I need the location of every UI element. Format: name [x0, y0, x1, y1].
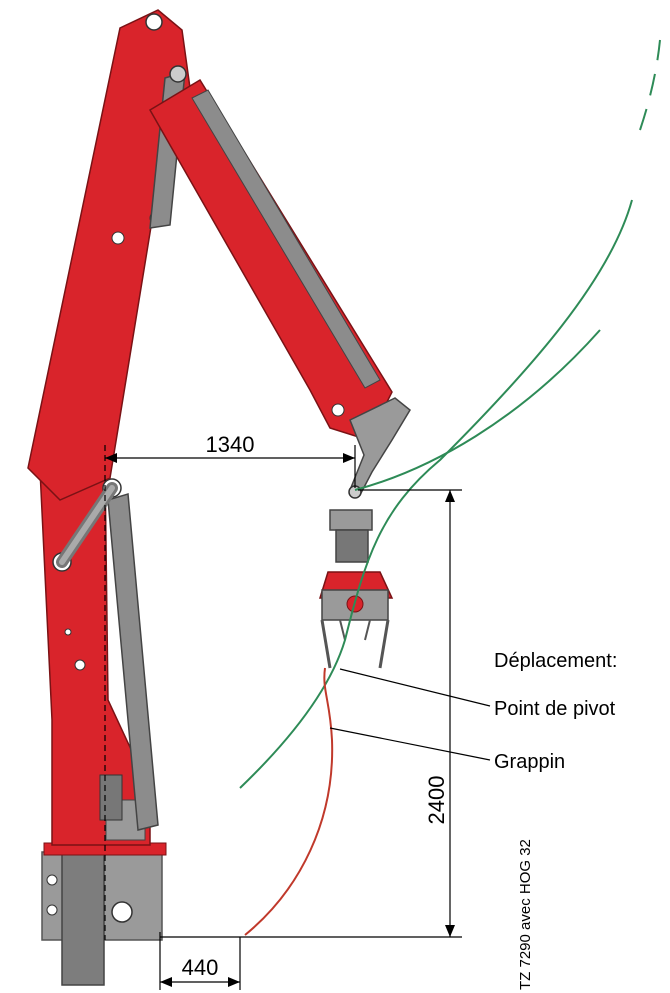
legend-grapple: Grappin	[494, 751, 565, 773]
linkage	[56, 482, 118, 568]
pivot-point-path	[239, 39, 661, 789]
legend: Déplacement: Point de pivot Grappin	[329, 650, 617, 773]
height-dimension-label: 2400	[424, 776, 449, 825]
grapple	[318, 509, 394, 669]
reach-dimension-label: 1340	[206, 432, 255, 457]
height-dimension: 2400	[245, 489, 462, 938]
legend-title: Déplacement:	[494, 650, 617, 672]
grapple-path	[244, 667, 334, 936]
legend-pivot-point: Point de pivot	[494, 698, 616, 720]
base-offset-label: 440	[182, 955, 219, 980]
outer-boom	[148, 78, 393, 441]
base-offset-dimension: 440	[159, 932, 245, 990]
model-caption: TZ 7290 avec HOG 32	[517, 839, 534, 990]
reach-dimension: 1340	[104, 432, 356, 940]
